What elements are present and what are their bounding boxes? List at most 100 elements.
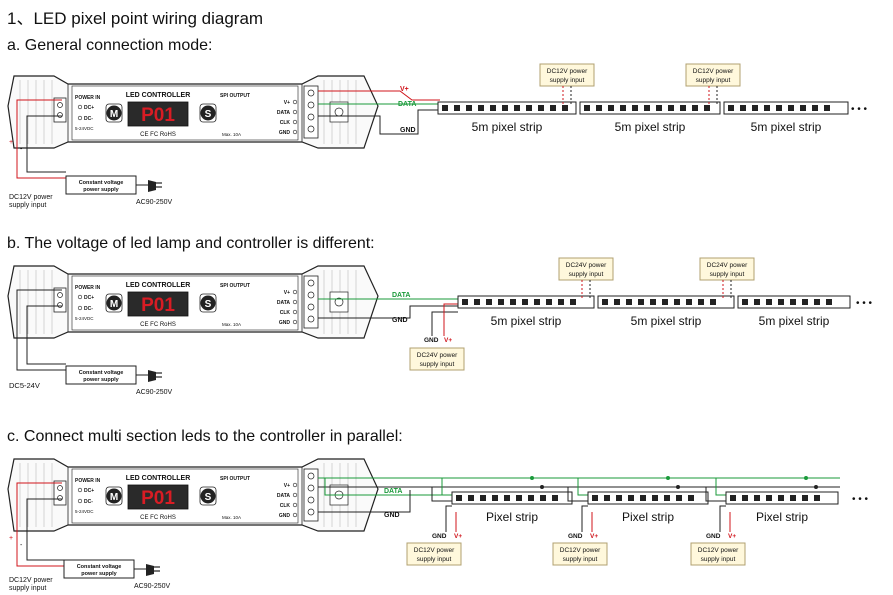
led-chip [550, 105, 556, 111]
led-chip [510, 299, 516, 305]
led-chip [538, 105, 544, 111]
continuation-dots-a: • • • [851, 104, 868, 115]
led-chip [640, 495, 646, 501]
branch-data [577, 478, 588, 496]
led-chip [680, 105, 686, 111]
psu-box [552, 542, 608, 566]
psu-box [558, 257, 614, 281]
terminal-screw [307, 113, 315, 121]
vplus-label-branch: V+ [590, 533, 598, 540]
gnd-label-branch: GND [568, 533, 583, 540]
branch-data [441, 478, 452, 496]
psu-box-b0: DC24V power supply input [409, 347, 465, 371]
spi-output-label: SPI OUTPUT [220, 476, 250, 482]
led-chip [516, 495, 522, 501]
led-chip [558, 299, 564, 305]
wire-b-gnd [318, 305, 458, 319]
output-pin-dot [292, 482, 298, 488]
voltage-label: 5-24VDC [75, 509, 94, 514]
led-chip [788, 105, 794, 111]
output-pin-label: V+ [284, 290, 290, 296]
s-button [200, 105, 216, 121]
strip-label: 5m pixel strip [491, 314, 562, 328]
led-chip [710, 299, 716, 305]
ac-voltage-label: AC90-250V [134, 583, 171, 590]
display-frame [127, 101, 189, 127]
strip-label: Pixel strip [622, 510, 674, 524]
dc-minus-dot [77, 305, 83, 311]
terminal-screw [307, 508, 315, 516]
led-chip [824, 105, 830, 111]
data-label-b: DATA [392, 292, 410, 299]
led-chip [730, 495, 736, 501]
cert-marks: CE FC RoHS [140, 132, 176, 138]
led-chip [790, 495, 796, 501]
led-chip [486, 299, 492, 305]
psu-box-line2: supply input [550, 77, 585, 84]
dc-plus-dot [77, 487, 83, 493]
led-chip [778, 495, 784, 501]
branch-clk [567, 487, 588, 502]
led-display: P01 [141, 295, 175, 316]
output-pin-dot [292, 289, 298, 295]
psu-box-line2: supply input [420, 361, 455, 368]
psu-label-2: power supply [83, 377, 119, 383]
strip-b2: 5m pixel strip [597, 295, 735, 328]
output-pin-label: DATA [277, 493, 291, 499]
dc-plus-dot [77, 294, 83, 300]
terminal-screw [57, 495, 63, 501]
wire-b-minus [26, 305, 66, 365]
cert-marks: CE FC RoHS [140, 322, 176, 328]
output-pin-label: GND [279, 130, 291, 136]
output-pin-label: DATA [277, 110, 291, 116]
gnd-label-branch: GND [706, 533, 721, 540]
power-in-label: POWER IN [75, 95, 101, 101]
wire-a-gnd [318, 109, 440, 135]
branch-clk [705, 487, 726, 502]
max-current-label: Max. 10A [222, 322, 241, 327]
psu-box-line2: supply input [417, 556, 452, 563]
psu-box-line1: DC24V power [417, 352, 458, 359]
led-chip [602, 299, 608, 305]
led-chip [502, 105, 508, 111]
ac-voltage-label: AC90-250V [136, 199, 173, 206]
led-chip [462, 299, 468, 305]
section-b-heading: b. The voltage of led lamp and controlle… [7, 235, 375, 252]
output-terminal [303, 85, 319, 139]
led-chip [800, 105, 806, 111]
psu-box-line2: supply input [563, 556, 598, 563]
led-chip [814, 495, 820, 501]
led-chip [676, 495, 682, 501]
branch-gnd [581, 505, 588, 532]
dc-minus-dot [77, 498, 83, 504]
strip-c: Pixel strip [451, 491, 573, 524]
supply-label-b: DC5-24V [9, 381, 40, 390]
led-chip [814, 299, 820, 305]
power-in-label: POWER IN [75, 478, 101, 484]
terminal-screw [307, 279, 315, 287]
wire-a-plus [16, 99, 66, 179]
output-pin-dot [292, 109, 298, 115]
led-chip [596, 105, 602, 111]
led-chip [686, 299, 692, 305]
junction-dot [676, 485, 680, 489]
section-c-heading: c. Connect multi section leds to the con… [7, 428, 403, 445]
output-connector [329, 291, 349, 313]
led-chip [826, 299, 832, 305]
output-pin-label: GND [279, 320, 291, 326]
led-chip [802, 495, 808, 501]
m-button-label: M [110, 299, 118, 310]
led-chip [492, 495, 498, 501]
output-pin-label: CLK [280, 503, 291, 509]
led-chip [442, 105, 448, 111]
m-button [106, 105, 122, 121]
led-chip [514, 105, 520, 111]
dc-plus-label: DC+ [84, 105, 94, 111]
output-pin-dot [292, 309, 298, 315]
